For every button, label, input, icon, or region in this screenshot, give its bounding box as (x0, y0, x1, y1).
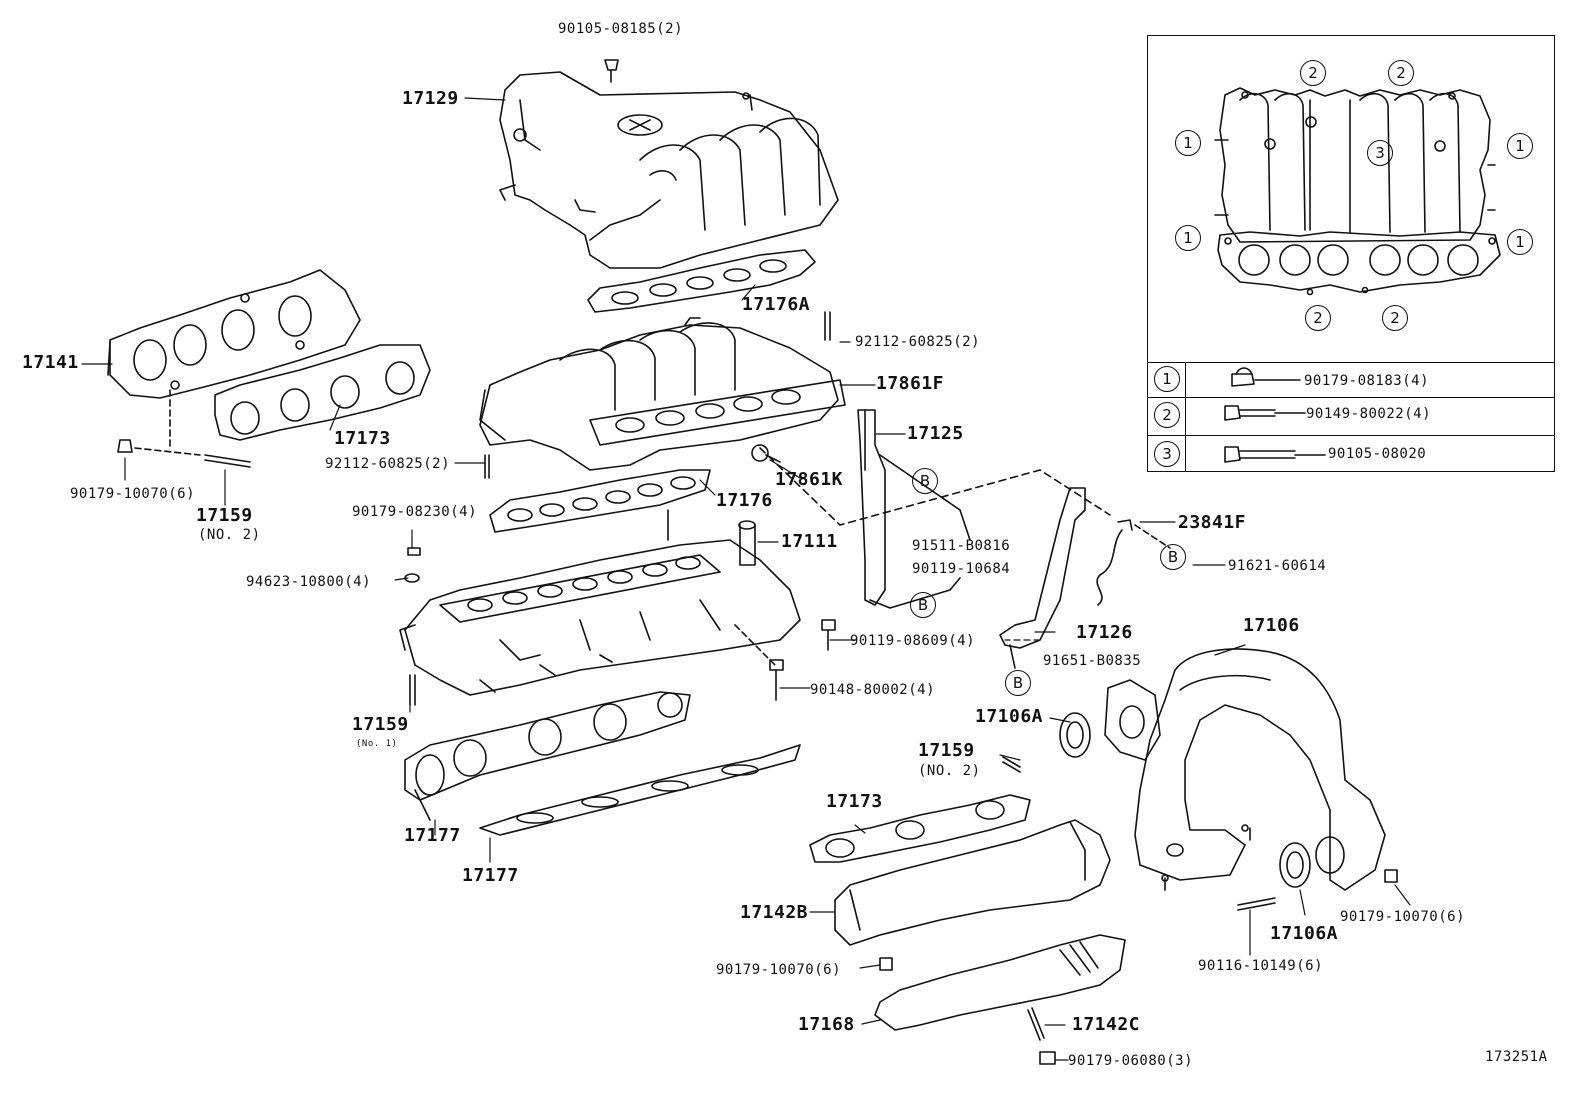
legend-row-2-part: 90149-80022(4) (1306, 406, 1432, 422)
label-23841f: 23841F (1178, 512, 1247, 533)
label-17159-left: 17159 (196, 505, 253, 526)
label-17159-right-sub: (NO. 2) (918, 763, 981, 779)
label-17159-mid-sub: (No. 1) (356, 739, 398, 749)
label-90119-10684: 90119-10684 (912, 561, 1011, 577)
legend-row-divider-1 (1147, 397, 1555, 398)
inset-callout-2b: 2 (1388, 60, 1414, 86)
plenum-gasket-17176a (587, 249, 816, 313)
inset-callout-1b: 1 (1507, 133, 1533, 159)
label-90179-10070-left: 90179-10070(6) (70, 486, 196, 502)
ref-marker-b-2: B (910, 592, 936, 618)
inset-callout-1c: 1 (1175, 225, 1201, 251)
intake-chamber-17111 (399, 509, 801, 696)
label-17106: 17106 (1243, 615, 1300, 636)
label-90179-08230: 90179-08230(4) (352, 504, 478, 520)
gasket-17177 (404, 691, 801, 836)
legend-row-3-part: 90105-08020 (1328, 446, 1427, 462)
exhaust-pipe-17106 (1059, 648, 1398, 911)
legend-row-divider-2 (1147, 435, 1555, 436)
legend-row-2-number: 2 (1154, 402, 1180, 428)
inset-callout-1a: 1 (1175, 130, 1201, 156)
label-17177-a: 17177 (404, 825, 461, 846)
exhaust-gasket-17173-left (214, 344, 431, 441)
label-90105-08185: 90105-08185(2) (558, 21, 684, 37)
diagram-id: 173251A (1485, 1049, 1548, 1065)
fasteners-left (117, 59, 831, 479)
label-17129: 17129 (402, 88, 459, 109)
inset-divider (1147, 362, 1555, 363)
gasket-17176 (489, 469, 711, 533)
label-91651-b0835: 91651-B0835 (1043, 653, 1142, 669)
label-17106a-left: 17106A (975, 706, 1044, 727)
label-17126: 17126 (1076, 622, 1133, 643)
legend-row-3-number: 3 (1154, 441, 1180, 467)
label-17173-left: 17173 (334, 428, 391, 449)
inset-callout-2c: 2 (1305, 305, 1331, 331)
legend-column-divider (1185, 362, 1186, 472)
label-17159-mid: 17159 (352, 714, 409, 735)
inset-callout-1d: 1 (1507, 229, 1533, 255)
exhaust-manifold-17142b (809, 756, 1126, 1065)
inset-callout-2a: 2 (1300, 60, 1326, 86)
leader-lines (81, 97, 1411, 1061)
ref-marker-b-3: B (1005, 670, 1031, 696)
label-17173-right: 17173 (826, 791, 883, 812)
label-17159-right: 17159 (918, 740, 975, 761)
label-17141: 17141 (22, 352, 79, 373)
inset-callout-2d: 2 (1382, 305, 1408, 331)
label-91511-b0816: 91511-B0816 (912, 538, 1011, 554)
label-90179-10070-mid: 90179-10070(6) (716, 962, 842, 978)
label-90179-10070-right: 90179-10070(6) (1340, 909, 1466, 925)
inset-gasket-drawing (1214, 87, 1501, 463)
inset-callout-3: 3 (1367, 140, 1393, 166)
label-91621-60614: 91621-60614 (1228, 558, 1327, 574)
label-17861k: 17861K (775, 469, 844, 490)
label-90148-80002: 90148-80002(4) (810, 682, 936, 698)
label-92112-60825-left: 92112-60825(2) (325, 456, 451, 472)
legend-row-1-number: 1 (1154, 366, 1180, 392)
label-90116-10149: 90116-10149(6) (1198, 958, 1324, 974)
legend-row-1-part: 90179-08183(4) (1304, 373, 1430, 389)
label-17159-left-sub: (NO. 2) (198, 527, 261, 543)
intake-manifold-17861f (479, 317, 846, 471)
label-17168: 17168 (798, 1014, 855, 1035)
exhaust-manifold-17141 (107, 269, 361, 399)
label-94623-10800: 94623-10800(4) (246, 574, 372, 590)
ref-marker-b-1: B (912, 468, 938, 494)
inset-box (1147, 35, 1555, 472)
label-90179-06080: 90179-06080(3) (1068, 1053, 1194, 1069)
label-17176a: 17176A (742, 294, 811, 315)
label-17177-b: 17177 (462, 865, 519, 886)
brackets (759, 409, 1171, 669)
label-17125: 17125 (907, 423, 964, 444)
label-17106a-right: 17106A (1270, 923, 1339, 944)
label-17176: 17176 (716, 490, 773, 511)
ref-marker-b-4: B (1160, 544, 1186, 570)
label-17111: 17111 (781, 531, 838, 552)
label-17142b: 17142B (740, 902, 809, 923)
label-92112-60825-top: 92112-60825(2) (855, 334, 981, 350)
label-17861f: 17861F (876, 373, 945, 394)
label-17142c: 17142C (1072, 1014, 1141, 1035)
upper-intake-plenum-17129 (499, 71, 839, 269)
label-90119-08609: 90119-08609(4) (850, 633, 976, 649)
